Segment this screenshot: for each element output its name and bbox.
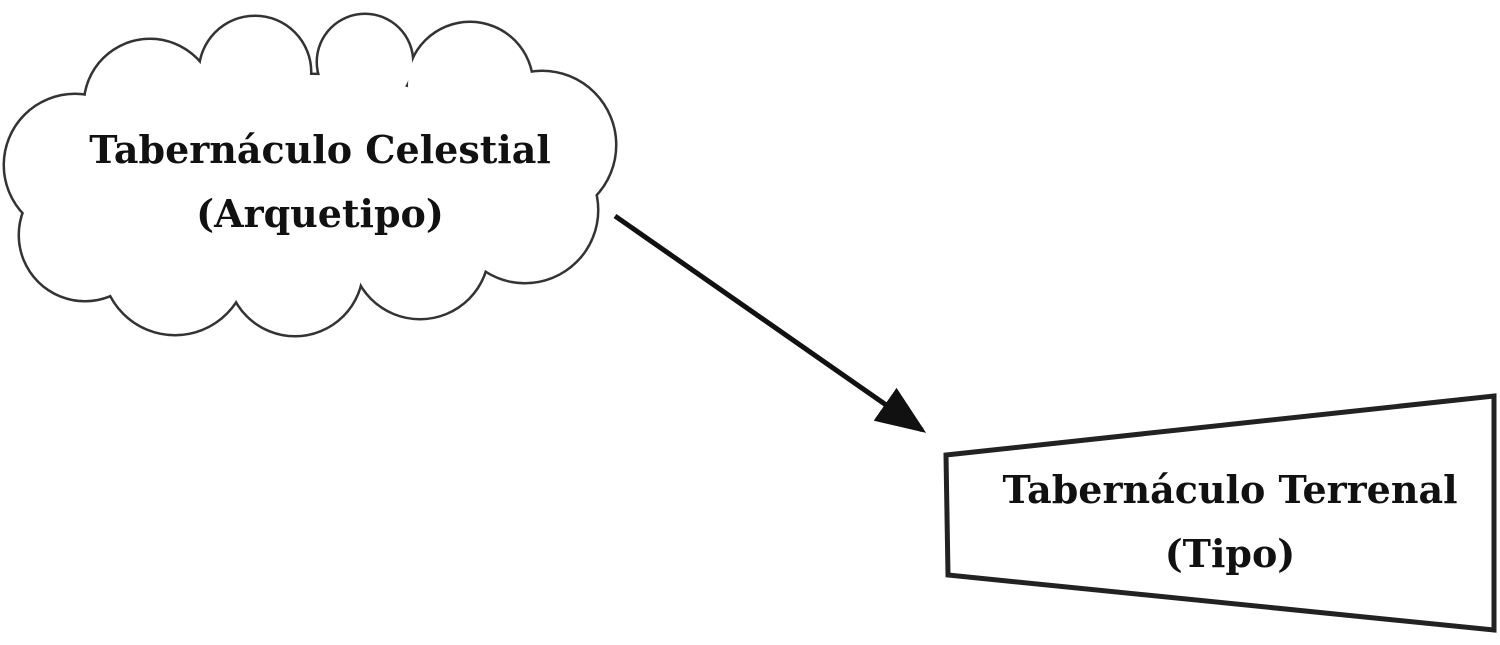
box-title: Tabernáculo Terrenal [1002, 467, 1458, 512]
box-subtitle: (Tipo) [1164, 531, 1296, 576]
cloud-lobe [110, 75, 510, 265]
box-label: Tabernáculo Terrenal (Tipo) [950, 458, 1500, 586]
cloud-subtitle: (Arquetipo) [196, 191, 444, 236]
cloud-title: Tabernáculo Celestial [89, 127, 551, 172]
cloud-shape [2, 12, 618, 338]
trapezoid-box [943, 393, 1497, 633]
arrow [613, 213, 927, 433]
cloud-label: Tabernáculo Celestial (Arquetipo) [20, 118, 620, 246]
